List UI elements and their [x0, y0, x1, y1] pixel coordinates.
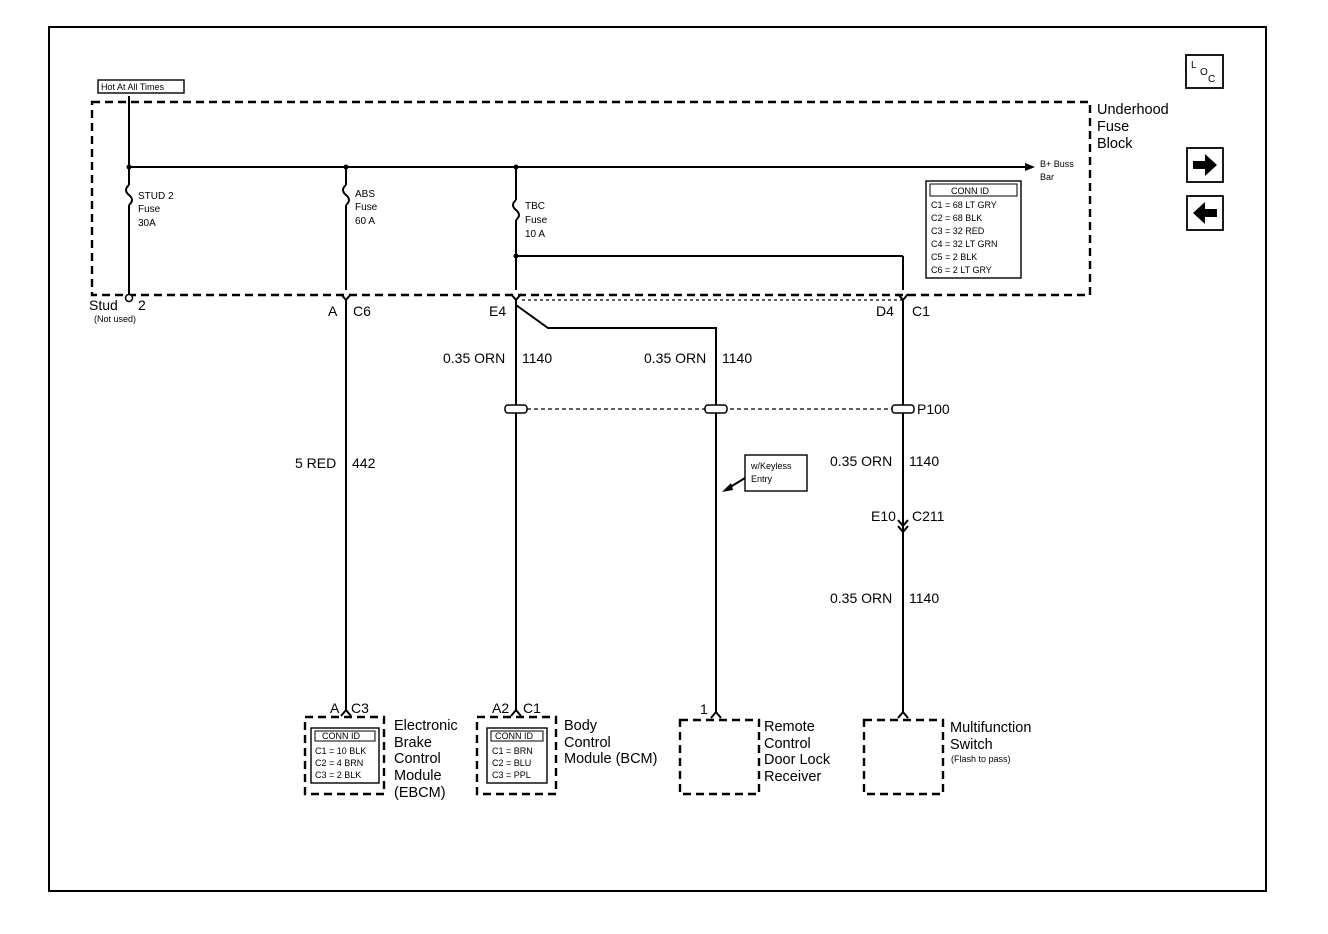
- fuse-block-outline: [90, 100, 1092, 297]
- ebcm-outline: [303, 715, 386, 796]
- arrow-right-icon: [1193, 154, 1217, 176]
- bcm-conn-id: C1: [523, 700, 541, 716]
- next-page-button[interactable]: [1186, 147, 1224, 183]
- svg-text:TBC Fuse 10 A: TBC Fuse 10 A: [525, 201, 550, 240]
- bus-label: B+ Buss Bar: [1040, 159, 1076, 182]
- hot-label-box: [97, 79, 185, 94]
- fuse-block-conn-id: CONN ID C1 = 68 LT GRY C2 = 68 BLK C3 = …: [925, 180, 1022, 279]
- stud2-fuse: STUD 2 Fuse 30A: [125, 167, 176, 295]
- svg-text:C1 = 68 LT GRY C2 = 68 B: C1 = 68 LT GRY C2 = 68 BLK C3 = 32 RED C…: [931, 200, 1000, 275]
- ebcm-conn-rows: C1 = 10 BLK C2 = 4 BRN C3 = 2 BLK: [315, 746, 369, 780]
- bcm-conn-header: CONN ID: [495, 731, 534, 741]
- bus-arrow-icon: [1025, 163, 1035, 171]
- svg-text:L: L: [1191, 60, 1197, 71]
- c211-id: C211: [912, 508, 945, 524]
- stud-terminal-icon: [124, 293, 134, 303]
- wire-1140-bcm-gauge: 0.35 ORN: [443, 350, 505, 366]
- wire-442-gauge: 5 RED: [295, 455, 336, 471]
- ebcm-conn-id: C3: [351, 700, 369, 716]
- arrow-left-icon: [1193, 202, 1217, 224]
- rcdlr-outline: [678, 718, 761, 796]
- tbc-fuse: TBC Fuse 10 A: [512, 167, 550, 290]
- bcm-name: Body Control Module (BCM): [564, 718, 657, 767]
- c1-conn-id: C1: [912, 303, 930, 319]
- rcdlr-conn-pin: 1: [700, 701, 708, 717]
- ebcm-name: Electronic Brake Control Module (EBCM): [394, 718, 462, 801]
- loc-button[interactable]: L O C: [1185, 54, 1224, 89]
- rcdlr-name: Remote Control Door Lock Receiver: [764, 719, 834, 785]
- abs-conn-pin: A: [328, 303, 338, 319]
- bcm-outline: [475, 715, 558, 796]
- tbc-conn-pin: E4: [489, 303, 506, 319]
- ebcm-conn-header: CONN ID: [322, 731, 361, 741]
- keyless-note: w/Keyless Entry: [722, 454, 808, 492]
- mfs-note: (Flash to pass): [951, 754, 1011, 764]
- abs-fuse: ABS Fuse 60 A: [342, 167, 380, 290]
- c211-pin: E10: [871, 508, 896, 524]
- wire-1140-bcm-circuit: 1140: [522, 350, 552, 366]
- stud-note: (Not used): [94, 314, 136, 324]
- bcm-conn-rows: C1 = BRN C2 = BLU C3 = PPL: [492, 746, 535, 780]
- mfs-outline: [862, 718, 945, 796]
- svg-text:O: O: [1200, 67, 1208, 78]
- abs-conn-id: C6: [353, 303, 371, 319]
- c1-conn-pin: D4: [876, 303, 894, 319]
- previous-page-button[interactable]: [1186, 195, 1224, 231]
- svg-text:C: C: [1208, 74, 1215, 85]
- wire-1140-mfs-circuit-1: 1140: [909, 453, 939, 469]
- bcm-conn-pin: A2: [492, 700, 509, 716]
- wire-1140-mfs-gauge-1: 0.35 ORN: [830, 453, 892, 469]
- svg-text:ABS Fuse 60 A: ABS Fuse 60 A: [355, 189, 380, 227]
- wire-1140-rcdlr-circuit: 1140: [722, 350, 752, 366]
- fuse-block-title: Underhood Fuse Block: [1097, 102, 1173, 152]
- svg-text:P100: P100: [917, 401, 950, 417]
- svg-text:CONN ID: CONN ID: [951, 186, 990, 196]
- wire-1140-rcdlr-gauge: 0.35 ORN: [644, 350, 706, 366]
- stud-label: Stud: [89, 297, 118, 313]
- mfs-name: Multifunction Switch: [950, 720, 1035, 753]
- wire-1140-mfs-gauge-2: 0.35 ORN: [830, 590, 892, 606]
- p100-connector: P100: [504, 401, 950, 417]
- ebcm-conn-pin: A: [330, 700, 340, 716]
- diagram-frame: [48, 26, 1267, 892]
- hot-label: Hot At All Times: [101, 82, 165, 92]
- svg-text:STUD 2 Fuse 30A: STUD 2 Fuse 30A: [138, 191, 176, 229]
- stud-number: 2: [138, 297, 146, 313]
- svg-text:w/Keyless Entry: w/Keyless Entry: [750, 461, 794, 484]
- wire-1140-mfs-circuit-2: 1140: [909, 590, 939, 606]
- wire-442-circuit: 442: [352, 455, 376, 471]
